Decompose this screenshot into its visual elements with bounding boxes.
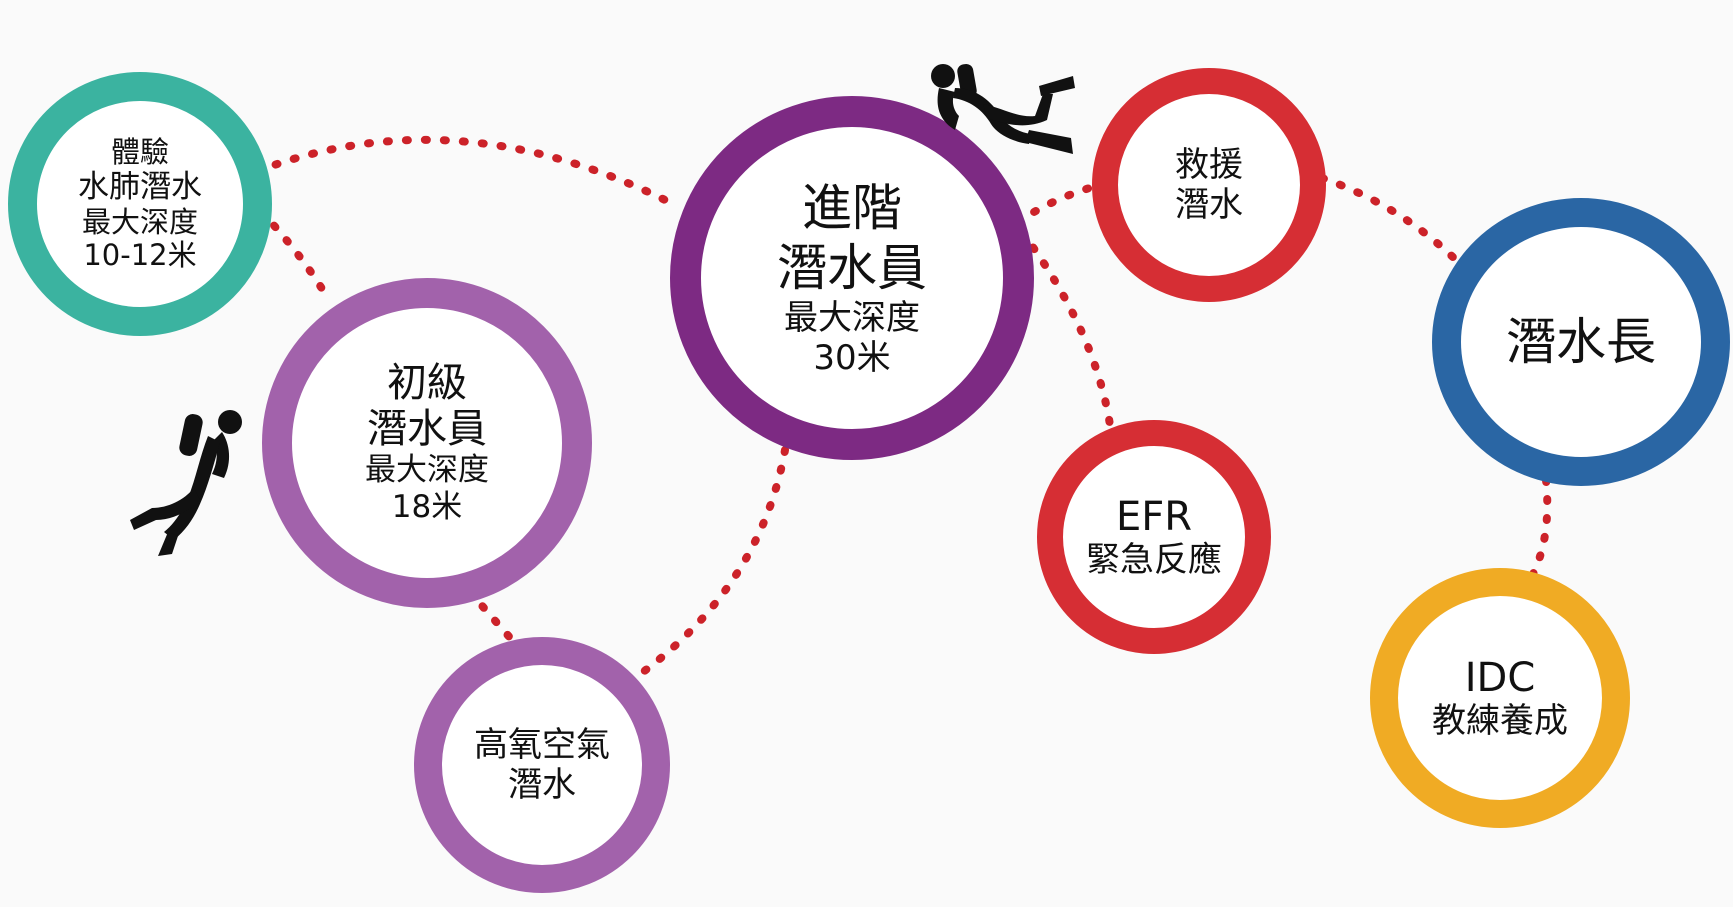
node-advanced-line-2: 潛水員 (777, 239, 927, 297)
node-discover-line-3: 最大深度 (81, 205, 198, 239)
node-nitrox-diver: 高氧空氣 潛水 (414, 637, 670, 893)
link-rescue-divemaster (1318, 174, 1462, 266)
node-open-water-diver: 初級 潛水員 最大深度 18米 (262, 278, 592, 608)
node-discover-scuba: 體驗 水肺潛水 最大深度 10-12米 (8, 72, 272, 336)
node-openwater-line-4: 18米 (391, 489, 463, 525)
diver-icon (130, 410, 242, 556)
node-openwater-line-3: 最大深度 (365, 452, 489, 488)
node-discover-line-1: 體驗 (110, 135, 169, 169)
link-divemaster-idc (1526, 476, 1552, 584)
node-rescue-diver: 救援 潛水 (1092, 68, 1326, 302)
node-efr-line-2: 緊急反應 (1086, 540, 1222, 580)
link-advanced-nitrox (628, 446, 789, 684)
node-nitrox-line-1: 高氧空氣 (474, 725, 610, 765)
node-advanced-line-4: 30米 (813, 338, 891, 378)
node-idc-line-1: IDC (1464, 655, 1536, 701)
link-advanced-efr (1018, 228, 1114, 429)
link-openwater-nitrox (466, 588, 516, 644)
node-idc-line-2: 教練養成 (1432, 701, 1568, 741)
node-efr: EFR 緊急反應 (1037, 420, 1271, 654)
node-idc: IDC 教練養成 (1370, 568, 1630, 828)
node-efr-line-1: EFR (1115, 494, 1193, 540)
node-openwater-line-1: 初級 (387, 360, 467, 406)
node-rescue-line-2: 潛水 (1175, 185, 1243, 225)
node-discover-line-2: 水肺潛水 (78, 169, 202, 205)
node-discover-line-4: 10-12米 (83, 238, 197, 272)
node-advanced-line-1: 進階 (802, 179, 902, 237)
node-rescue-line-1: 救援 (1175, 145, 1243, 185)
node-openwater-line-2: 潛水員 (367, 406, 487, 452)
node-advanced-line-3: 最大深度 (784, 298, 920, 338)
link-discover-advanced (236, 135, 679, 209)
node-divemaster: 潛水長 (1432, 198, 1730, 486)
link-advanced-rescue (1014, 181, 1104, 226)
node-divemaster-line-1: 潛水長 (1506, 313, 1656, 371)
node-nitrox-line-2: 潛水 (508, 765, 576, 805)
diver-icon (931, 63, 1075, 154)
